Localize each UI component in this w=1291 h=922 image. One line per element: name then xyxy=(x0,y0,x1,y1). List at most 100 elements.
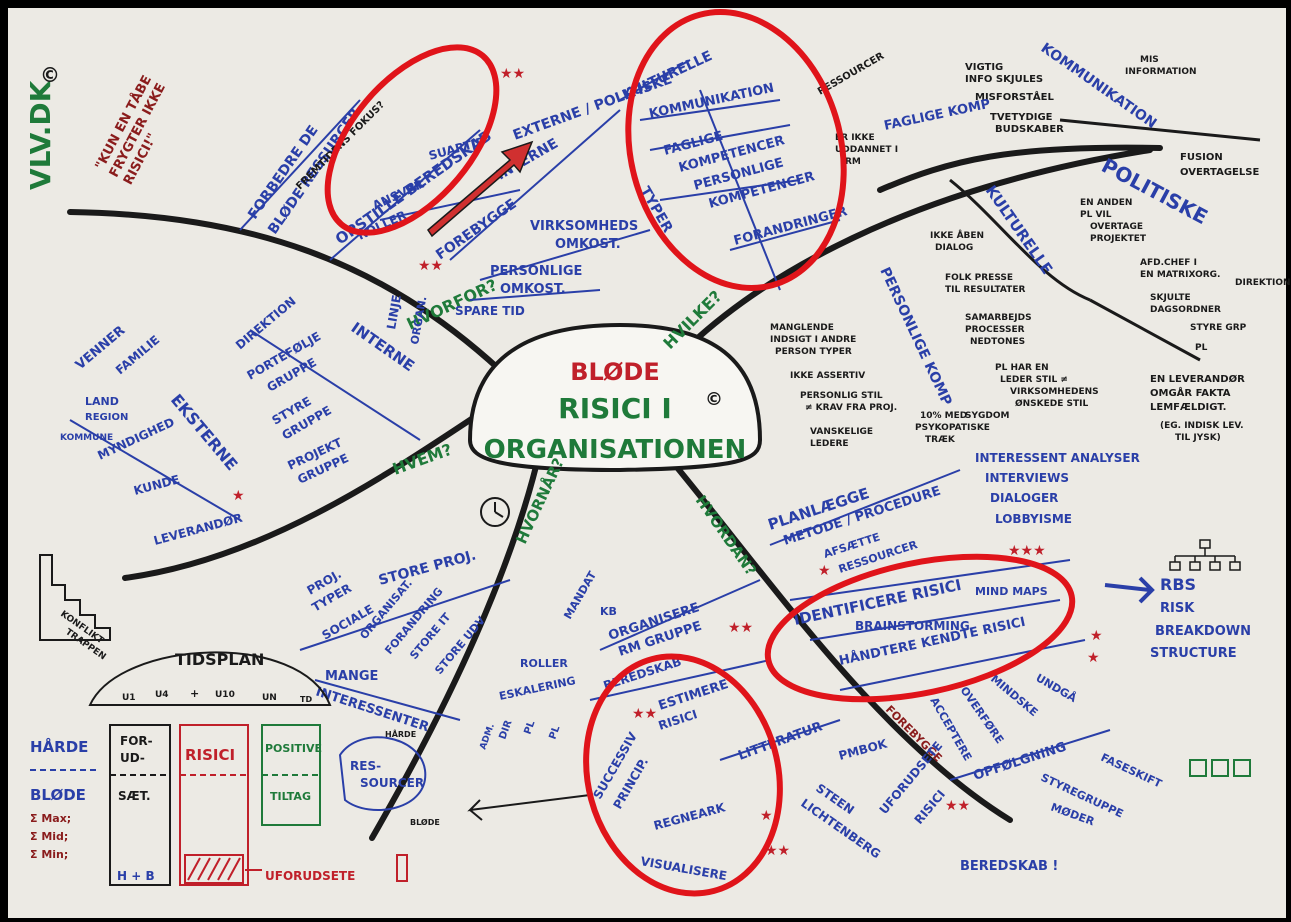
map-label: OMKOST. xyxy=(555,237,621,252)
map-label: BLØDE xyxy=(410,817,440,827)
map-label: KOMMUNE xyxy=(60,433,113,443)
map-label: BRAINSTORMING xyxy=(855,619,970,633)
map-label: MISFORSTÅEL xyxy=(975,90,1055,103)
map-label: TIL RESULTATER xyxy=(945,285,1025,295)
map-label: LEDERE xyxy=(810,439,849,449)
map-label: ★★ xyxy=(418,258,443,274)
map-label: POSITIVE xyxy=(265,742,322,755)
center-node: BLØDE RISICI I ORGANISATIONEN © xyxy=(467,322,763,473)
map-label: EN LEVERANDØR xyxy=(1150,373,1245,385)
tidsplan-dome xyxy=(88,651,332,706)
map-label: SYGDOM xyxy=(965,411,1010,421)
clock-icon xyxy=(480,497,510,527)
table-risici-box xyxy=(179,724,249,886)
map-label: PL xyxy=(1195,343,1208,353)
circle-estimere xyxy=(583,653,783,897)
map-label: OMKOST. xyxy=(500,282,566,297)
map-label: FUSION xyxy=(1180,152,1223,163)
map-label: Σ Mid; xyxy=(30,830,68,843)
table-forud-box xyxy=(109,724,171,886)
map-label: ★ xyxy=(232,488,245,504)
map-label: SOURCER xyxy=(360,776,424,790)
map-label: PL xyxy=(522,719,537,736)
map-label: PL VIL xyxy=(1080,210,1112,220)
map-label: DIREKTION xyxy=(1235,278,1291,288)
map-label: ★ xyxy=(818,563,831,579)
red-highlight-circles xyxy=(324,9,1076,897)
red-pointer-arrow xyxy=(427,140,534,238)
map-label: ØNSKEDE STIL xyxy=(1015,398,1089,409)
circle-beredskab xyxy=(324,44,500,236)
map-label: LOBBYISME xyxy=(995,512,1072,526)
map-label: INFORMATION xyxy=(1125,67,1197,77)
map-label: VIGTIG xyxy=(965,62,1003,73)
map-label: FOLK PRESSE xyxy=(945,273,1013,283)
map-label: U10 xyxy=(215,690,235,700)
resource-blob xyxy=(338,736,427,811)
center-title-2: RISICI I xyxy=(558,392,672,425)
map-label: BREAKDOWN xyxy=(1155,624,1251,639)
map-label: TILTAG xyxy=(270,790,311,803)
map-label: TIL JYSK) xyxy=(1175,433,1221,443)
map-label: STRUCTURE xyxy=(1150,646,1237,661)
map-label: MIND MAPS xyxy=(975,585,1048,598)
map-label: PL xyxy=(547,724,562,741)
map-label: MANGE xyxy=(325,669,378,684)
map-label: SÆT. xyxy=(118,789,151,803)
map-label: ROLLER xyxy=(520,657,568,670)
map-label: DAGSORDNER xyxy=(1150,305,1221,315)
map-label: BLØDE xyxy=(30,786,86,804)
map-label: INDSIGT I ANDRE xyxy=(770,335,856,345)
map-label: UFORUDSETE xyxy=(265,869,355,883)
map-label: Σ Min; xyxy=(30,848,68,861)
map-label: PL HAR EN xyxy=(995,363,1049,373)
map-label: IKKE ÅBEN xyxy=(930,230,984,241)
map-label: ★★ xyxy=(632,706,657,722)
map-label: UDDANNET I xyxy=(835,145,898,155)
map-label: UN xyxy=(262,693,277,703)
map-label: STYRE GRP xyxy=(1190,323,1247,333)
map-label: OVERTAGELSE xyxy=(1180,167,1259,178)
map-label: PROJEKTET xyxy=(1090,234,1147,244)
main-branches xyxy=(67,144,1163,841)
map-label: ★★ xyxy=(728,620,753,636)
map-label: PERSONLIG STIL xyxy=(800,391,883,401)
map-label: EN MATRIXORG. xyxy=(1140,270,1220,280)
map-label: VIRKSOMHEDS xyxy=(530,219,638,234)
map-label: AFD.CHEF I xyxy=(1140,258,1197,268)
map-label: ★ xyxy=(1087,650,1100,666)
map-label: TD xyxy=(300,695,312,704)
map-label: KB xyxy=(600,605,617,618)
map-label: SAMARBEJDS xyxy=(965,313,1032,323)
map-label: LINJE xyxy=(384,294,404,331)
map-label: FOR- xyxy=(120,734,153,748)
map-label: TRÆK xyxy=(925,435,956,445)
map-label: ★ xyxy=(1090,628,1103,644)
map-label: U1 xyxy=(122,693,136,703)
map-label: Σ Max; xyxy=(30,812,71,825)
map-label: SKJULTE xyxy=(1150,293,1191,303)
map-label: HÅRDE xyxy=(385,729,416,739)
secondary-branches xyxy=(949,118,1261,362)
map-label: + xyxy=(190,687,199,700)
map-label: SPARE TID xyxy=(455,304,525,318)
map-label: DIALOGER xyxy=(990,491,1058,505)
map-label: DIALOG xyxy=(935,243,973,253)
map-label: OVERTAGE xyxy=(1090,222,1143,232)
checkbox-icons xyxy=(1189,759,1251,777)
map-label: LEDER STIL ≠ xyxy=(1000,375,1068,385)
map-label: PERSON TYPER xyxy=(775,347,852,357)
rbs-arrow xyxy=(1104,576,1155,604)
circle-typer xyxy=(625,9,847,291)
map-label: INTERESSENT ANALYSER xyxy=(975,451,1140,465)
rbs-tree-icon xyxy=(1169,539,1241,571)
map-label: RBS xyxy=(1160,575,1196,594)
center-copyright: © xyxy=(705,389,723,410)
map-label: EN ANDEN xyxy=(1080,198,1132,208)
map-label: ★★ xyxy=(765,843,790,859)
brand-copyright: © xyxy=(40,63,60,87)
map-label: RES- xyxy=(350,759,381,773)
map-label: LEMFÆLDIGT. xyxy=(1150,402,1226,413)
stair-icon xyxy=(39,554,111,641)
hollow-arrow xyxy=(467,794,591,821)
